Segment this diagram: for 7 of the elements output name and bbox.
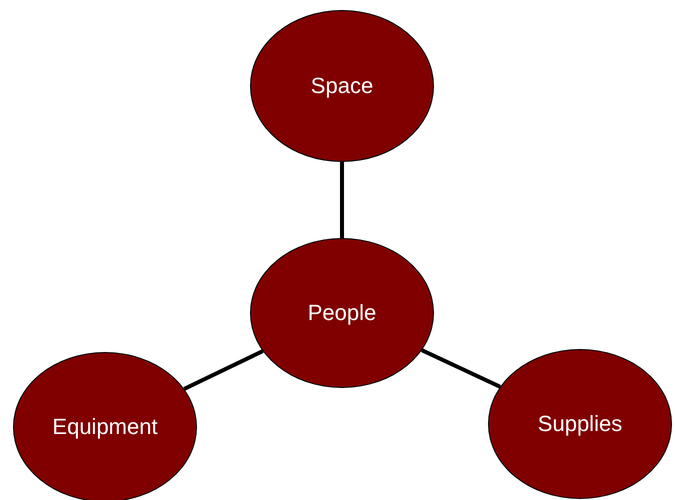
node-label: Supplies [538,411,622,437]
connector-line [340,162,344,238]
node-label: Space [310,73,374,99]
connector-line [421,348,501,389]
connector-line [183,349,264,391]
node-label: Equipment [52,414,158,440]
node-label: People [308,300,376,326]
